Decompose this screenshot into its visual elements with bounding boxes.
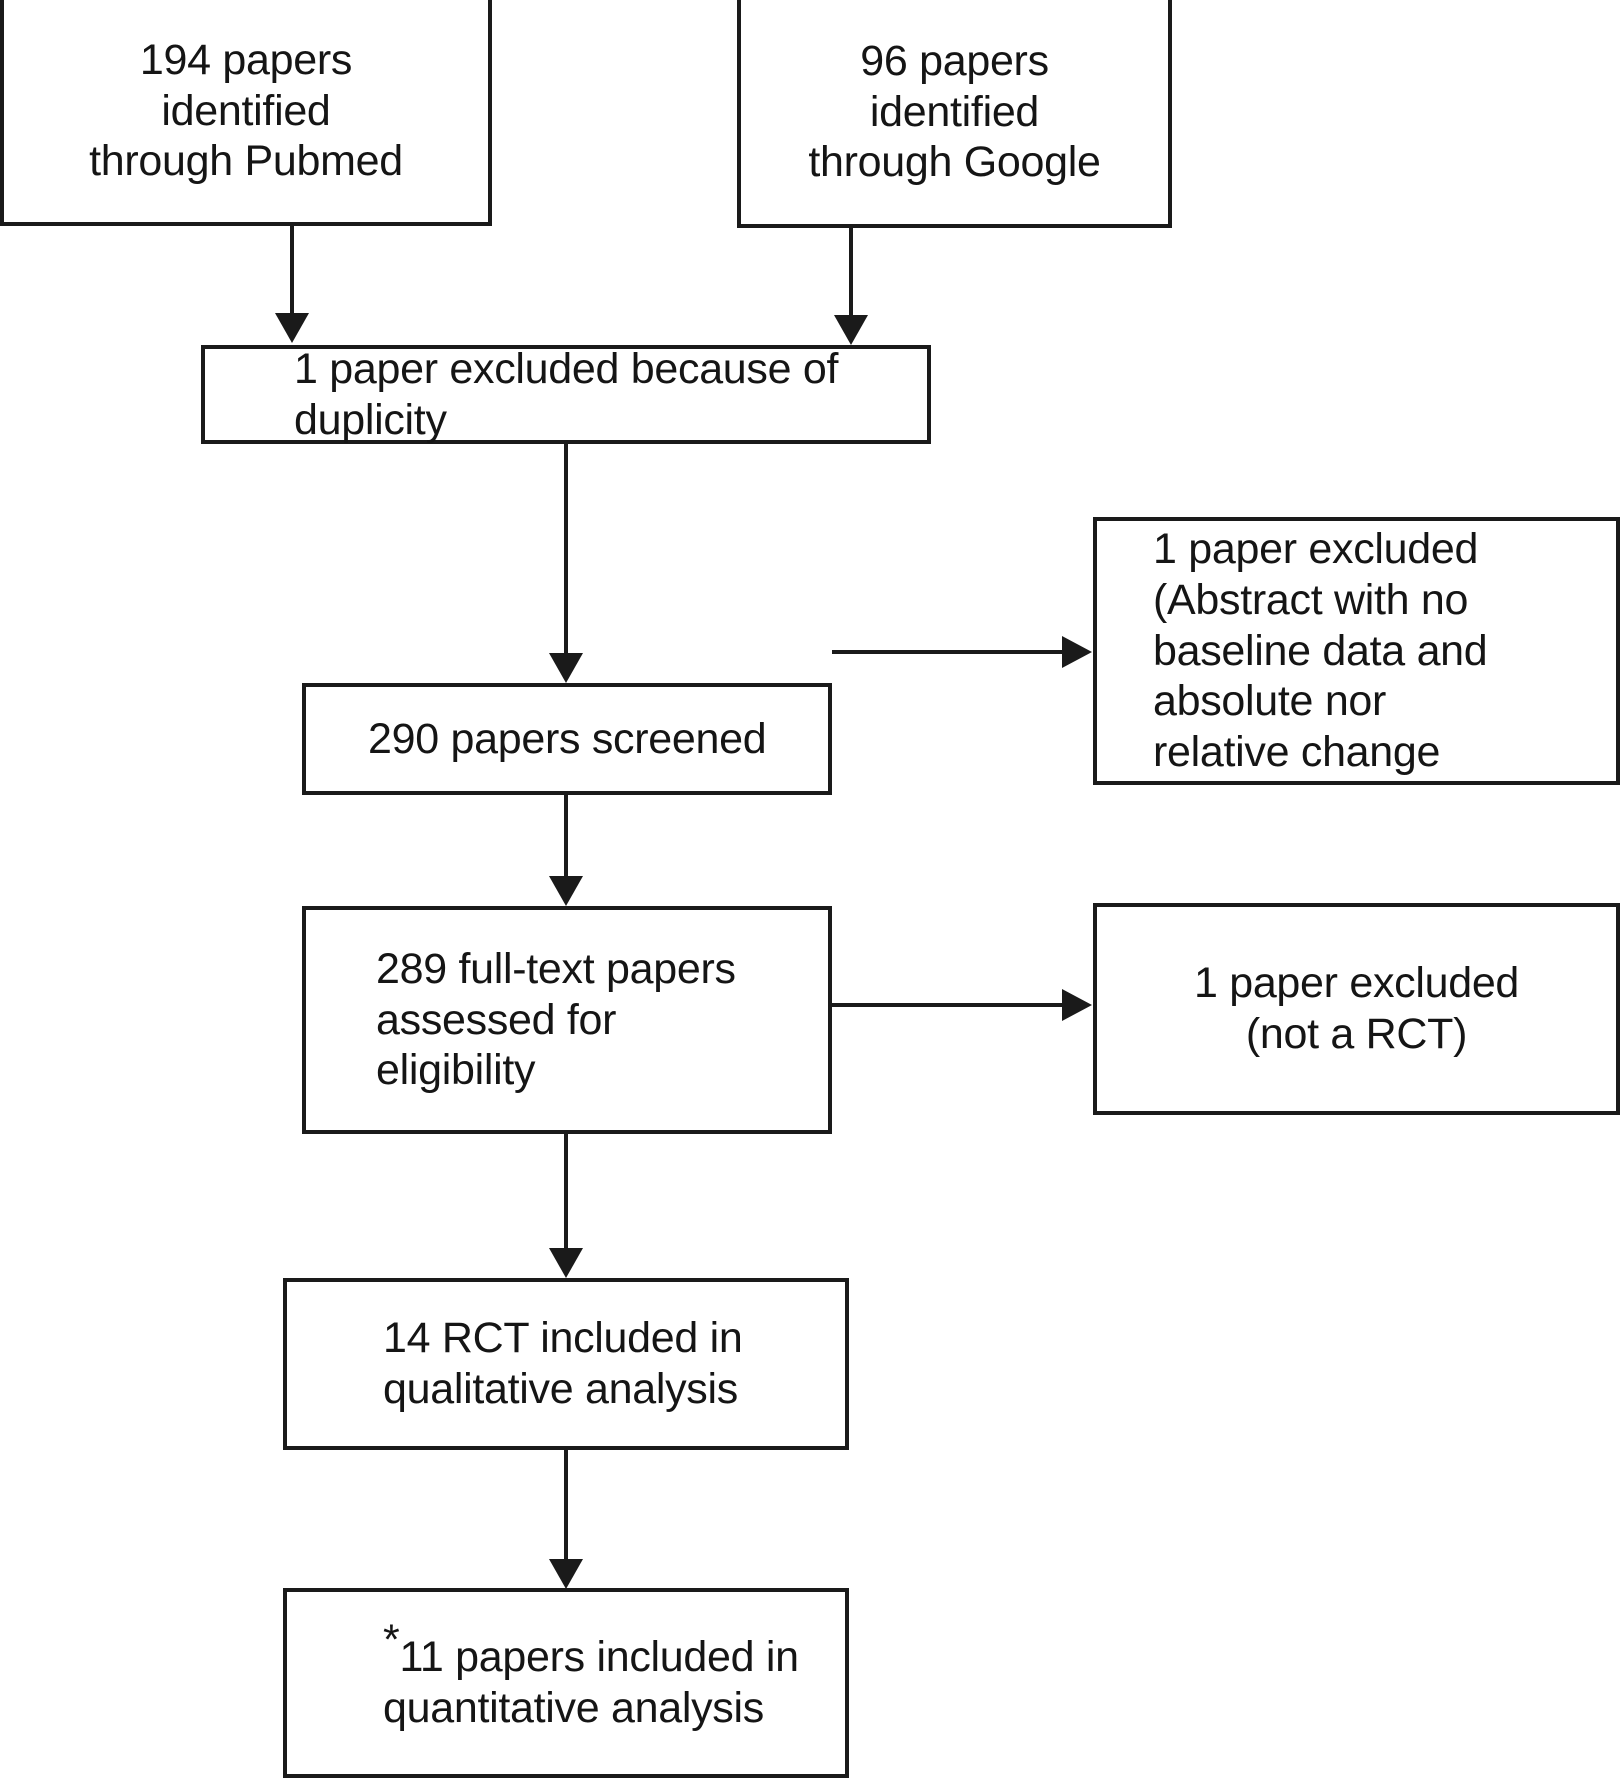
edge-screened-excluded-line [832, 650, 1064, 654]
node-quantitative-line-2: quantitative analysis [383, 1684, 764, 1732]
edge-fulltext-qualitative-arrow [549, 1248, 583, 1278]
node-excluded-rct-line-1: 1 paper excluded [1193, 959, 1520, 1008]
node-quantitative-line-1: *11 papers included in [383, 1618, 799, 1683]
node-google-line-2: identified [869, 87, 1040, 136]
node-qualitative: 14 RCT included in qualitative analysis [283, 1278, 849, 1450]
node-qualitative-line-2: qualitative analysis [383, 1365, 738, 1413]
node-duplicity-line-1: 1 paper excluded because of [294, 344, 839, 393]
edge-google-duplicity-arrow [834, 315, 868, 345]
edge-qualitative-quantitative-arrow [549, 1559, 583, 1589]
node-duplicity-line-2: duplicity [294, 395, 447, 444]
node-fulltext-line-3: eligibility [376, 1046, 536, 1095]
edge-fulltext-excludedrct-arrow [1062, 989, 1092, 1021]
node-google-line-3: through Google [808, 138, 1101, 187]
node-fulltext-line-1: 289 full-text papers [376, 944, 736, 993]
node-fulltext-line-2: assessed for [376, 995, 617, 1044]
node-screened: 290 papers screened [302, 683, 832, 795]
node-qualitative-line-1: 14 RCT included in [383, 1314, 743, 1363]
node-google: 96 papers identified through Google [737, 0, 1172, 228]
node-pubmed-line-1: 194 papers [139, 35, 353, 84]
node-quantitative: *11 papers included in quantitative anal… [283, 1588, 849, 1778]
node-pubmed-line-2: identified [161, 86, 331, 135]
node-pubmed: 194 papers identified through Pubmed [0, 0, 492, 226]
node-excluded-abstract-line-2: (Abstract with no [1153, 575, 1469, 624]
node-excluded-abstract-line-5: relative change [1153, 728, 1441, 777]
node-fulltext: 289 full-text papers assessed for eligib… [302, 906, 832, 1134]
node-excluded-abstract-line-3: baseline data and [1153, 626, 1488, 675]
edge-screened-fulltext-arrow [549, 876, 583, 906]
edge-fulltext-qualitative-stem [564, 1134, 568, 1251]
node-quantitative-line-1-text: 11 papers included in [399, 1633, 799, 1682]
edge-screened-excluded-arrow [1062, 636, 1092, 668]
asterisk-marker: * [383, 1615, 400, 1664]
node-excluded-rct-line-2: (not a RCT) [1245, 1010, 1468, 1058]
node-excluded-abstract-line-1: 1 paper excluded [1153, 525, 1479, 574]
node-excluded-abstract: 1 paper excluded (Abstract with no basel… [1093, 517, 1620, 785]
edge-duplicity-screened-stem [564, 444, 568, 656]
node-google-line-1: 96 papers [860, 36, 1049, 85]
node-duplicity: 1 paper excluded because of duplicity [201, 345, 931, 444]
edge-pubmed-duplicity-arrow [275, 313, 309, 343]
node-screened-line-1: 290 papers screened [368, 714, 767, 763]
node-excluded-rct: 1 paper excluded (not a RCT) [1093, 903, 1620, 1115]
edge-qualitative-quantitative-stem [564, 1450, 568, 1562]
edge-duplicity-screened-arrow [549, 653, 583, 683]
edge-screened-fulltext-stem [564, 795, 568, 879]
edge-google-duplicity-stem [849, 228, 853, 318]
edge-fulltext-excludedrct-line [832, 1003, 1064, 1007]
node-excluded-abstract-line-4: absolute nor [1153, 677, 1387, 726]
node-pubmed-line-3: through Pubmed [89, 137, 403, 186]
edge-pubmed-duplicity-stem [290, 226, 294, 316]
